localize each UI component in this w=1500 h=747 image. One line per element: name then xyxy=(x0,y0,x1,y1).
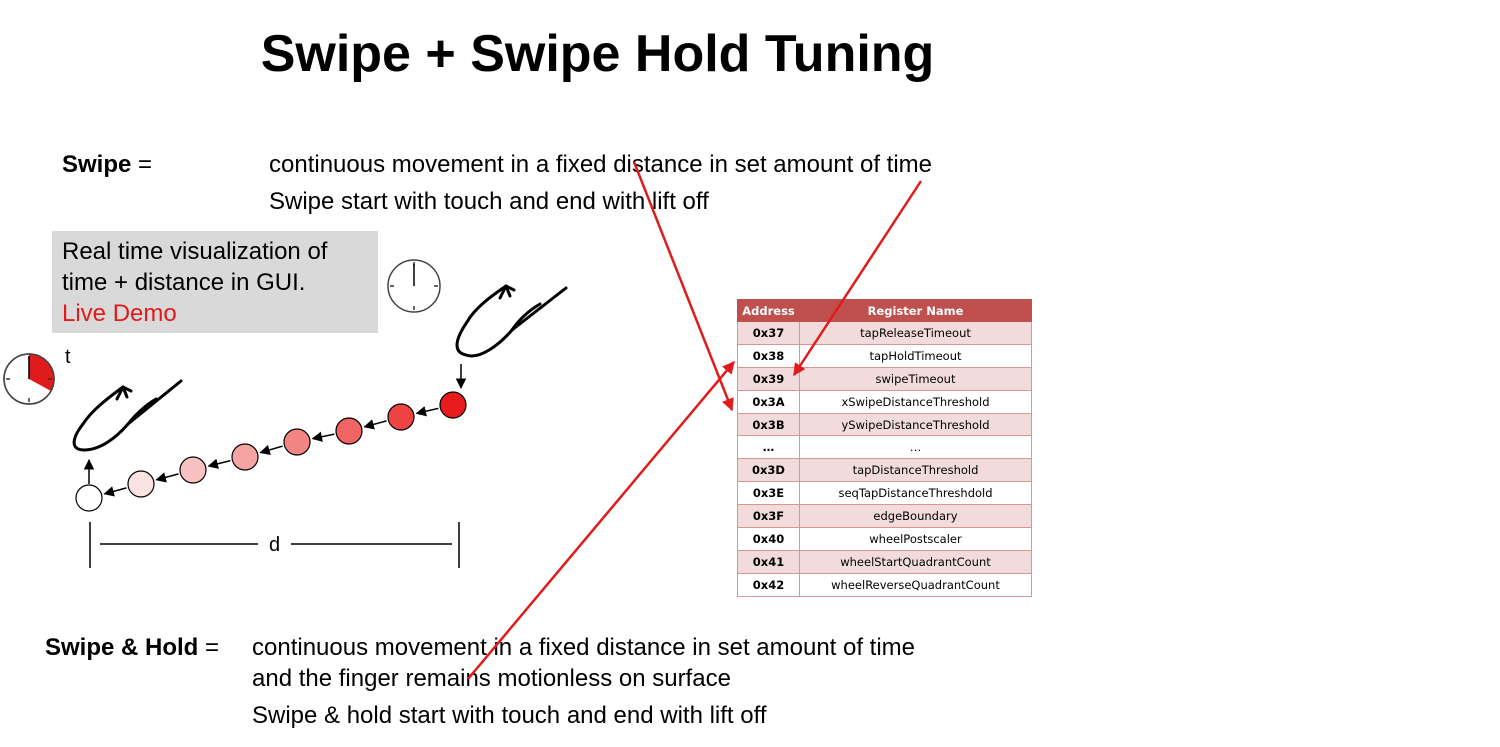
swipe-hold-definition-line2: and the finger remains motionless on sur… xyxy=(252,665,731,692)
swipe-hold-term: Swipe & Hold = xyxy=(45,633,219,663)
swipe-hold-equals: = xyxy=(198,634,220,661)
register-name-cell: seqTapDistanceThreshdold xyxy=(799,481,1032,506)
register-name-cell: tapHoldTimeout xyxy=(799,343,1032,368)
register-name-cell: wheelPostscaler xyxy=(799,527,1032,551)
register-name-cell: edgeBoundary xyxy=(799,504,1032,529)
swipe-position-dot xyxy=(439,391,467,419)
stopwatch-icon-end xyxy=(387,259,441,313)
header-address: Address xyxy=(737,299,800,322)
address-cell: 0x3E xyxy=(737,481,800,506)
register-name-cell: xSwipeDistanceThreshold xyxy=(799,389,1032,414)
address-cell: 0x39 xyxy=(737,366,800,391)
address-cell: 0x41 xyxy=(737,549,800,574)
header-register-name: Register Name xyxy=(799,299,1032,322)
address-cell: 0x38 xyxy=(737,343,800,368)
distance-label: d xyxy=(269,534,280,556)
swipe-hold-definition-line1: continuous movement in a fixed distance … xyxy=(252,634,916,661)
swipe-position-dot xyxy=(127,470,155,498)
address-cell: 0x3D xyxy=(737,458,800,483)
swipe-hold-definition-line3: Swipe & hold start with touch and end wi… xyxy=(252,702,767,729)
swipe-path xyxy=(75,391,467,512)
register-name-cell: wheelReverseQuadrantCount xyxy=(799,572,1032,597)
register-name-cell: ySwipeDistanceThreshold xyxy=(799,412,1032,437)
finger-icon-start xyxy=(455,284,568,358)
register-name-cell: … xyxy=(799,435,1032,460)
swipe-position-dot xyxy=(335,417,363,445)
address-cell: … xyxy=(737,435,800,460)
swipe-position-dot xyxy=(231,443,259,471)
register-name-cell: tapDistanceThreshold xyxy=(799,458,1032,483)
table-row: …… xyxy=(737,435,1032,460)
demo-line2: time + distance in GUI. xyxy=(62,269,306,296)
stopwatch-icon-start xyxy=(3,353,55,405)
swipe-step-arrow xyxy=(103,486,127,497)
demo-line1: Real time visualization of xyxy=(62,238,328,265)
swipe-step-arrow xyxy=(363,419,387,430)
register-table-header: Address Register Name xyxy=(737,299,1032,322)
swipe-step-arrow xyxy=(207,458,231,469)
swipe-step-arrow xyxy=(259,444,283,455)
swipe-term: Swipe = xyxy=(62,150,152,180)
swipe-equals: = xyxy=(131,151,153,178)
address-cell: 0x42 xyxy=(737,572,800,597)
time-label: t xyxy=(65,346,71,368)
register-name-cell: swipeTimeout xyxy=(799,366,1032,391)
page-title: Swipe + Swipe Hold Tuning xyxy=(260,25,935,83)
swipe-position-dot xyxy=(75,484,103,512)
swipe-step-arrow xyxy=(415,406,439,417)
address-cell: 0x3F xyxy=(737,504,800,529)
demo-callout-box: Real time visualization of time + distan… xyxy=(52,231,378,333)
swipe-definition-line2: Swipe start with touch and end with lift… xyxy=(269,188,709,215)
swipe-position-dot xyxy=(179,456,207,484)
address-cell: 0x37 xyxy=(737,321,800,345)
address-cell: 0x3B xyxy=(737,412,800,437)
swipe-definition-line1: continuous movement in a fixed distance … xyxy=(269,151,933,178)
swipe-position-dot xyxy=(387,403,415,431)
register-name-cell: tapReleaseTimeout xyxy=(799,321,1032,345)
swipe-term-label: Swipe xyxy=(62,151,132,178)
hold-connector-arrow xyxy=(467,361,735,680)
register-name-cell: wheelStartQuadrantCount xyxy=(799,549,1032,574)
swipe-hold-term-label: Swipe & Hold xyxy=(45,634,199,661)
live-demo-label: Live Demo xyxy=(62,300,177,327)
address-cell: 0x40 xyxy=(737,527,800,551)
address-cell: 0x3A xyxy=(737,389,800,414)
distance-bracket xyxy=(89,522,460,568)
swipe-step-arrow xyxy=(155,472,179,483)
swipe-step-arrow xyxy=(311,431,335,442)
swipe-position-dot xyxy=(283,428,311,456)
finger-icon-end xyxy=(72,379,183,452)
